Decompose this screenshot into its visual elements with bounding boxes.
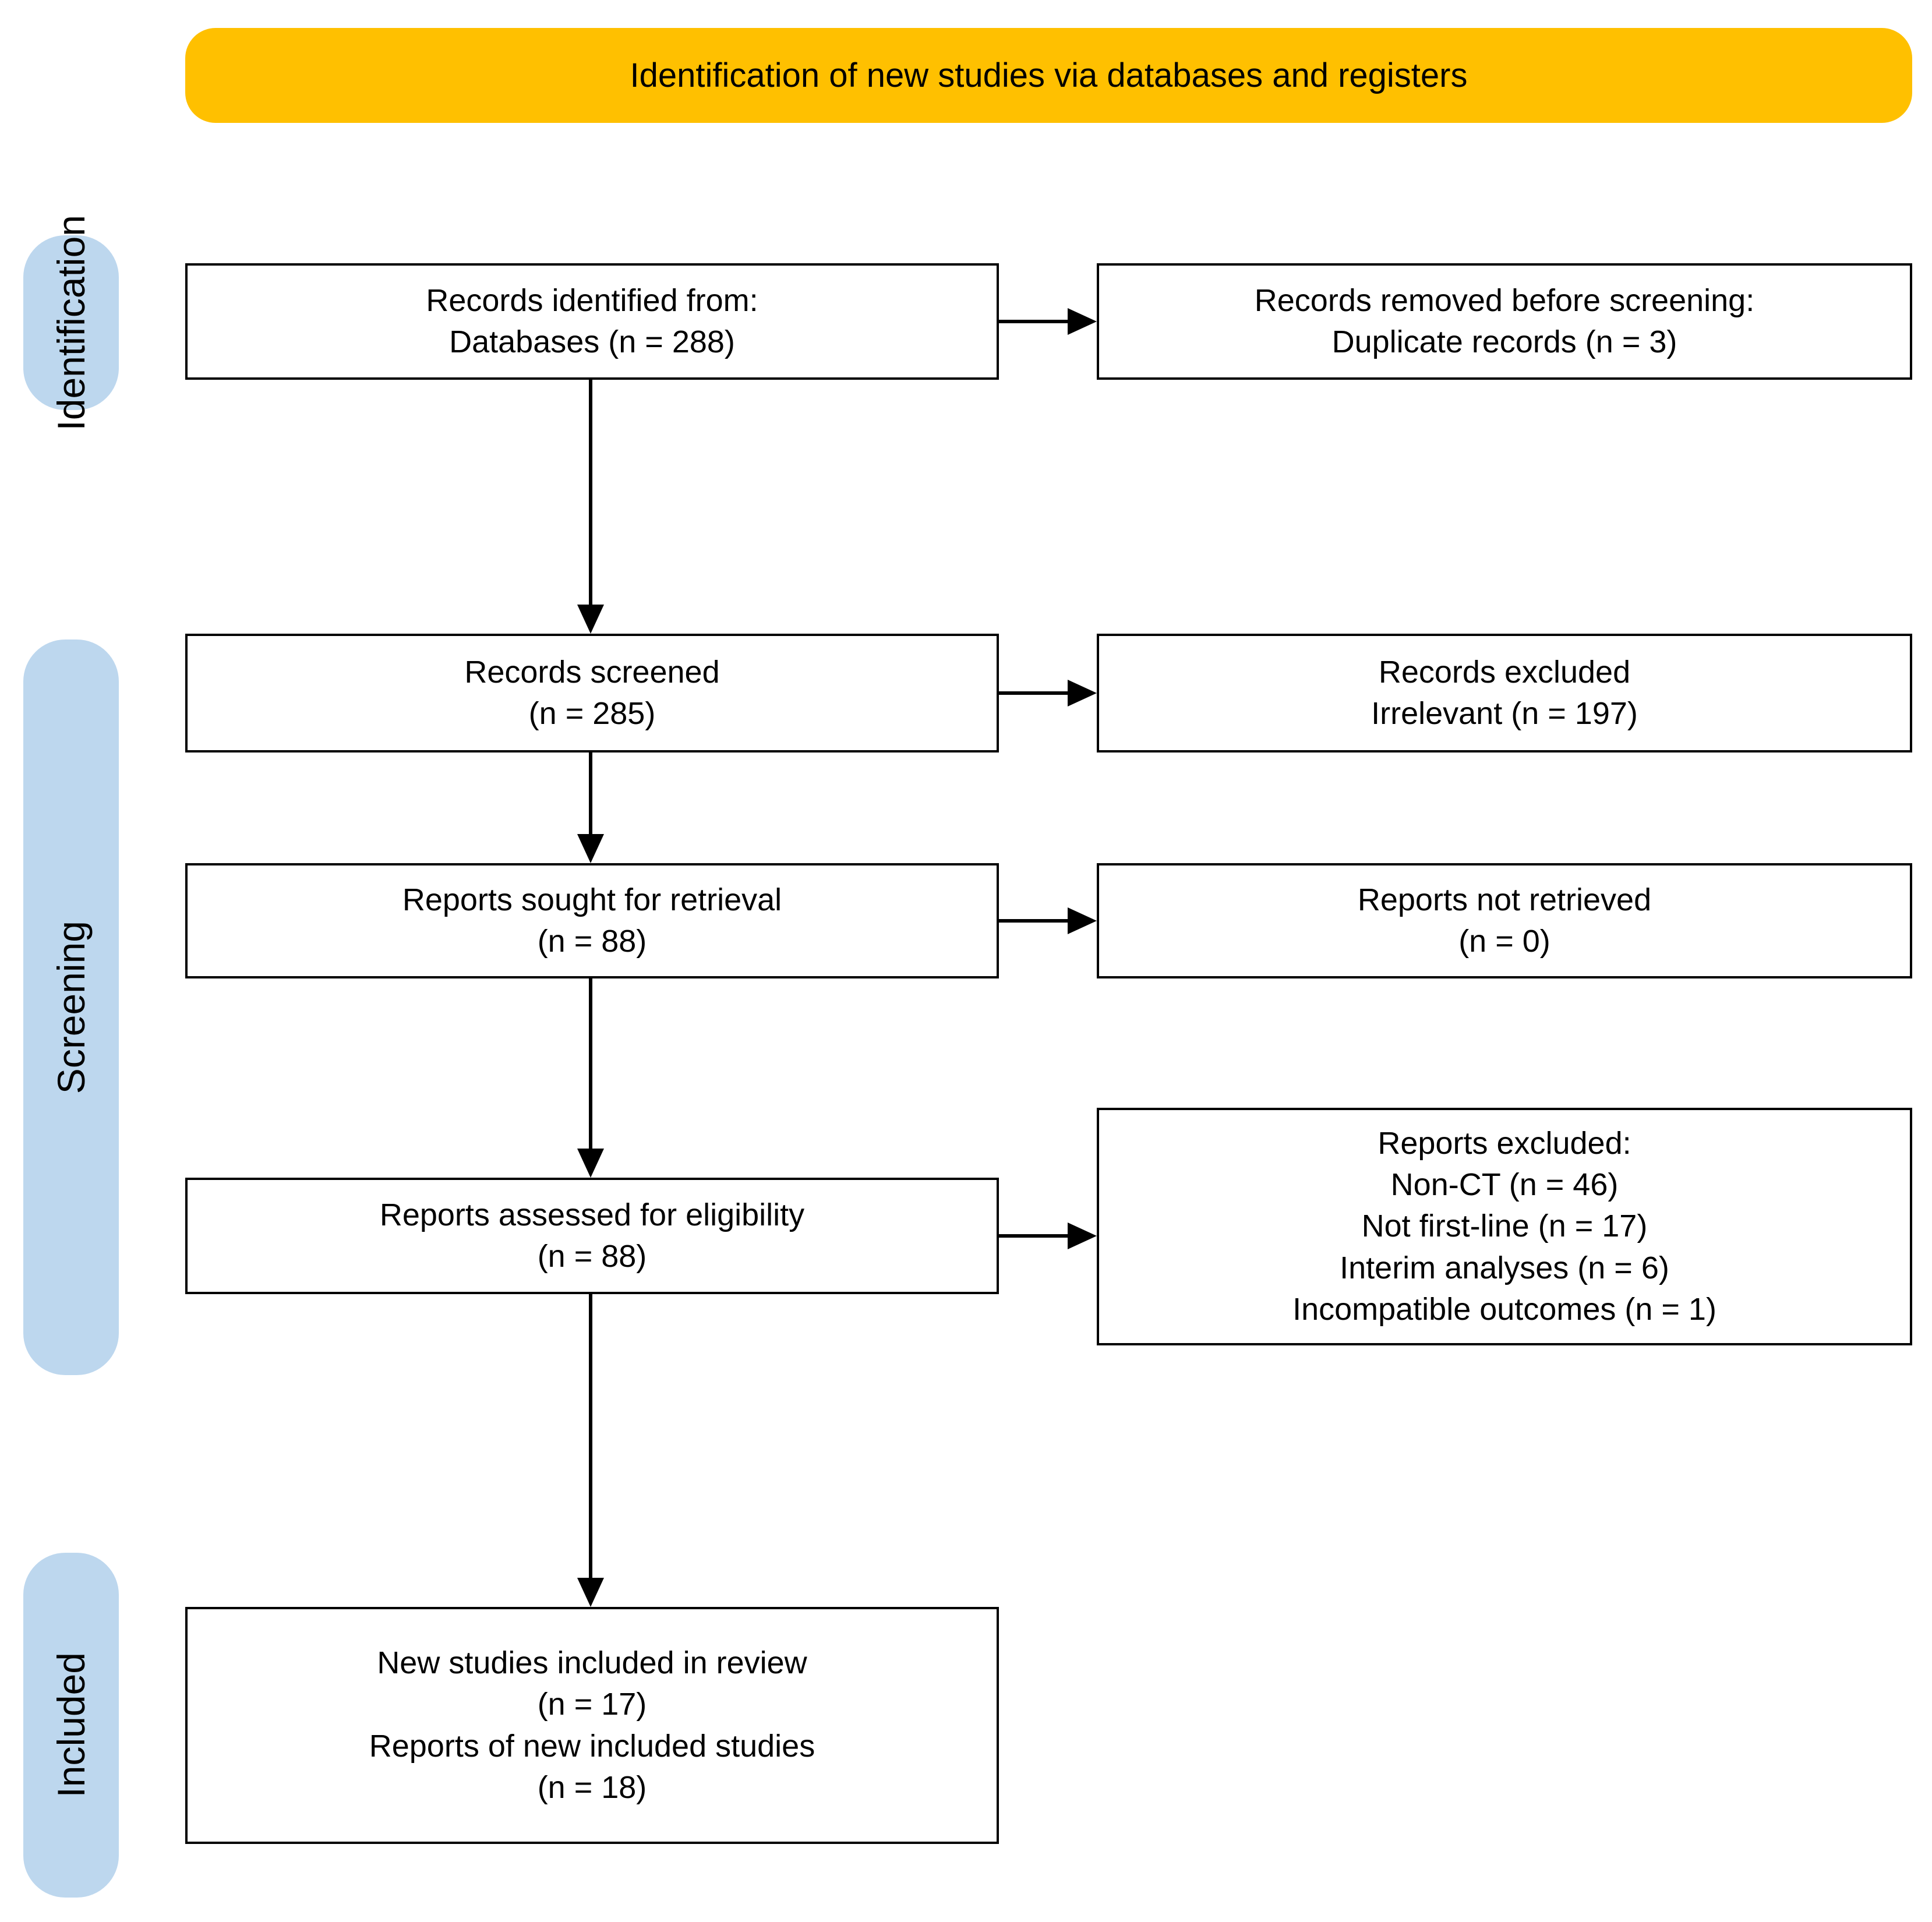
box-reports-assessed: Reports assessed for eligibility (n = 88… xyxy=(185,1178,999,1294)
box-line: Reports sought for retrieval xyxy=(402,882,782,917)
box-line: Reports assessed for eligibility xyxy=(379,1197,805,1232)
arrowhead-sought-to-not-retrieved xyxy=(1068,907,1097,934)
stage-label-identification: Identification xyxy=(50,214,93,431)
box-line: (n = 88) xyxy=(537,924,647,959)
box-line: Records screened xyxy=(464,654,720,690)
box-records-identified: Records identified from: Databases (n = … xyxy=(185,263,999,380)
box-line: (n = 0) xyxy=(1458,924,1550,959)
arrowhead-sought-to-assessed xyxy=(577,1149,604,1178)
box-line: Databases (n = 288) xyxy=(449,324,735,359)
box-line: (n = 17) xyxy=(537,1687,647,1722)
box-line: (n = 18) xyxy=(537,1769,647,1805)
arrowhead-identified-to-removed xyxy=(1068,308,1097,335)
box-reports-not-retrieved: Reports not retrieved (n = 0) xyxy=(1097,863,1912,978)
box-line: Irrelevant (n = 197) xyxy=(1371,696,1638,731)
stage-pill-screening: Screening xyxy=(23,640,119,1375)
box-line: Not first-line (n = 17) xyxy=(1361,1209,1648,1244)
box-line: Duplicate records (n = 3) xyxy=(1331,324,1677,359)
arrow-line-identified-to-screened xyxy=(589,380,592,605)
box-records-screened: Records screened (n = 285) xyxy=(185,634,999,752)
box-line: Non-CT (n = 46) xyxy=(1390,1167,1619,1203)
box-line: Incompatible outcomes (n = 1) xyxy=(1292,1291,1716,1327)
box-line: Records identified from: xyxy=(426,282,758,318)
arrow-line-screened-to-sought xyxy=(589,752,592,834)
box-reports-excluded: Reports excluded: Non-CT (n = 46) Not fi… xyxy=(1097,1108,1912,1345)
banner-title: Identification of new studies via databa… xyxy=(630,56,1468,94)
box-line: (n = 285) xyxy=(528,696,656,731)
box-line: New studies included in review xyxy=(377,1645,807,1680)
box-records-removed: Records removed before screening: Duplic… xyxy=(1097,263,1912,380)
arrow-line-screened-to-excluded xyxy=(999,691,1068,695)
box-new-studies-included: New studies included in review (n = 17) … xyxy=(185,1607,999,1844)
banner: Identification of new studies via databa… xyxy=(185,28,1912,123)
box-line: Records removed before screening: xyxy=(1254,282,1755,318)
box-line: (n = 88) xyxy=(537,1239,647,1274)
arrow-line-sought-to-assessed xyxy=(589,978,592,1149)
stage-label-screening: Screening xyxy=(50,920,93,1094)
arrowhead-assessed-to-included xyxy=(577,1578,604,1607)
arrowhead-assessed-to-excluded xyxy=(1068,1223,1097,1249)
arrow-line-assessed-to-included xyxy=(589,1294,592,1578)
arrow-line-assessed-to-excluded xyxy=(999,1234,1068,1238)
arrowhead-screened-to-sought xyxy=(577,834,604,863)
box-line: Reports not retrieved xyxy=(1357,882,1652,917)
stage-label-included: Included xyxy=(50,1652,93,1798)
arrow-line-identified-to-removed xyxy=(999,320,1068,323)
box-reports-sought: Reports sought for retrieval (n = 88) xyxy=(185,863,999,978)
box-line: Interim analyses (n = 6) xyxy=(1340,1250,1669,1285)
arrowhead-identified-to-screened xyxy=(577,605,604,634)
box-line: Reports of new included studies xyxy=(369,1728,815,1764)
stage-pill-included: Included xyxy=(23,1553,119,1898)
box-line: Records excluded xyxy=(1378,654,1631,690)
arrowhead-screened-to-excluded xyxy=(1068,680,1097,706)
arrow-line-sought-to-not-retrieved xyxy=(999,919,1068,923)
stage-pill-identification: Identification xyxy=(23,215,119,430)
box-line: Reports excluded: xyxy=(1378,1125,1631,1161)
box-records-excluded: Records excluded Irrelevant (n = 197) xyxy=(1097,634,1912,752)
